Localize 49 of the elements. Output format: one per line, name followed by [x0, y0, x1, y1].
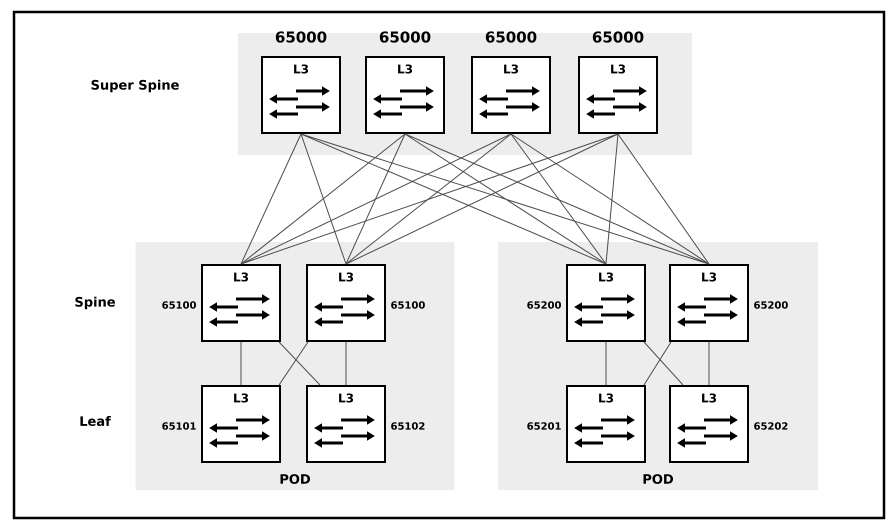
switch-box: L3: [201, 385, 281, 463]
link-line: [708, 342, 710, 386]
link-line: [240, 134, 302, 264]
link-line: [404, 134, 606, 264]
node-label: 65000: [276, 31, 326, 43]
link-line: [300, 134, 710, 264]
link-line: [644, 342, 672, 386]
link-line: [278, 342, 320, 386]
link-line: [346, 134, 618, 264]
node-label: 65000: [592, 31, 644, 43]
switch-box: L3: [306, 264, 386, 342]
switch-box: L3: [566, 264, 646, 342]
node-label: 65000: [380, 31, 430, 43]
layer-label: Super Spine: [92, 80, 179, 92]
link-line: [346, 134, 512, 264]
switch-box: L3: [306, 385, 386, 463]
link-line: [300, 134, 346, 264]
switch-box: 65000 L3: [578, 31, 658, 134]
link-line: [510, 134, 710, 264]
link-line: [278, 342, 308, 386]
link-line: [606, 134, 618, 264]
asn-label: 65200: [754, 301, 788, 309]
node-label: 65000: [486, 31, 536, 43]
asn-label: 65102: [391, 422, 424, 430]
switch-box: 65000 L3: [261, 31, 341, 134]
asn-label: 65101: [162, 422, 196, 430]
layer-label: Leaf: [80, 416, 111, 426]
link-line: [346, 134, 406, 264]
link-line: [618, 134, 710, 264]
link-line: [240, 134, 618, 264]
asn-label: 65202: [754, 422, 788, 430]
link-line: [240, 342, 242, 386]
link-line: [644, 342, 684, 386]
layer-label: Spine: [75, 296, 115, 310]
switch-box: L3: [566, 385, 646, 463]
link-line: [240, 134, 406, 264]
asn-label: 65100: [391, 301, 425, 309]
asn-label: 65200: [527, 301, 561, 309]
switch-box: L3: [201, 264, 281, 342]
switch-box: L3: [669, 264, 749, 342]
link-line: [300, 134, 606, 264]
switch-box: L3: [669, 385, 749, 463]
switch-box: 65000 L3: [365, 31, 445, 134]
asn-label: 65100: [162, 301, 196, 309]
link-line: [240, 134, 512, 264]
asn-label: 65201: [527, 422, 561, 430]
link-line: [510, 134, 606, 264]
switch-box: 65000 L3: [471, 31, 551, 134]
link-line: [404, 134, 710, 264]
